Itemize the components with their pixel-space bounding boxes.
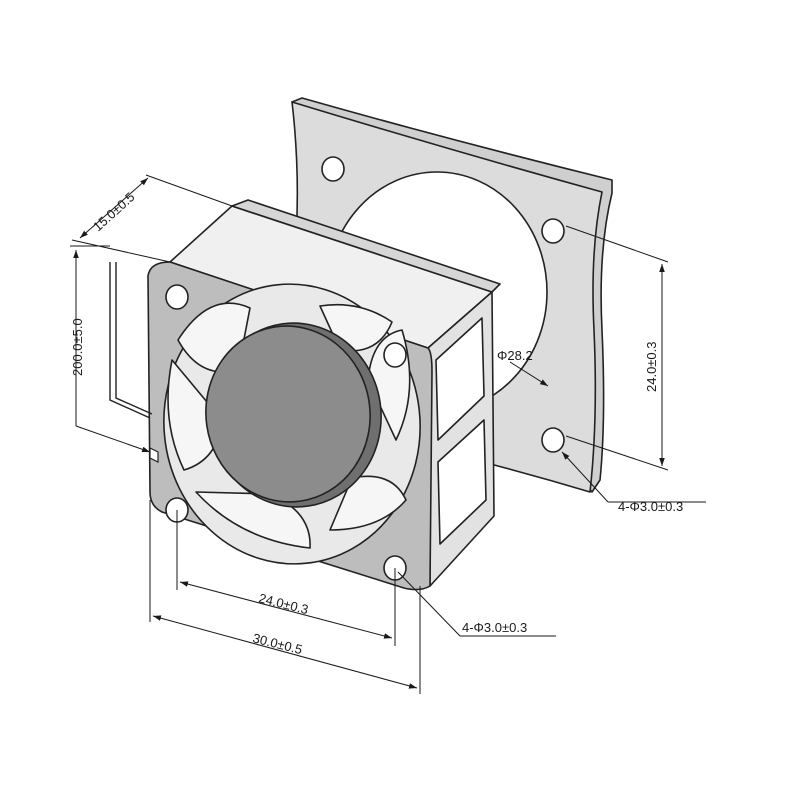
plate-hole: [541, 427, 565, 453]
dim-hole-pitch-mount: 24.0±0.3: [644, 341, 659, 392]
plate-hole: [321, 156, 345, 182]
dimension-lines: [70, 174, 706, 694]
dim-thickness: 15.0±0.5: [90, 189, 138, 234]
plate-hole: [541, 218, 565, 244]
dim-frame-width: 30.0±0.5: [251, 630, 304, 657]
front-hole: [383, 342, 407, 368]
dim-cable-length: 200.0±5.0: [70, 318, 85, 376]
cable-connector: [149, 447, 159, 463]
fan-hub: [205, 325, 371, 503]
front-hole: [165, 284, 189, 310]
dim-hole-pitch-front: 24.0±0.3: [257, 590, 310, 617]
fan-cable: [109, 262, 153, 419]
fan-blade: [329, 475, 407, 531]
dim-bore-diameter: Φ28.2: [497, 348, 533, 363]
dim-hole-spec-mount: 4-Φ3.0±0.3: [618, 499, 683, 514]
dim-hole-spec-front: 4-Φ3.0±0.3: [462, 620, 527, 635]
